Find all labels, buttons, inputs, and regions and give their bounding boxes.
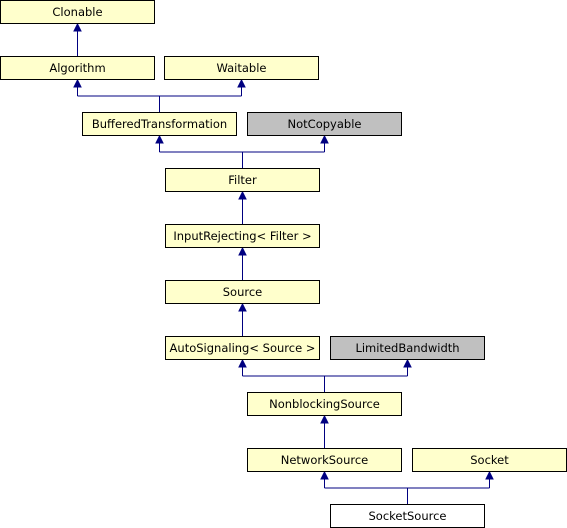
class-label-socketsource: SocketSource bbox=[369, 509, 447, 523]
edge-source-to-inputrejecting bbox=[238, 246, 247, 280]
class-label-nonblockingsource: NonblockingSource bbox=[269, 397, 380, 411]
class-node-socket[interactable]: Socket bbox=[412, 448, 567, 472]
edge-socketsource-to-networksource-socket bbox=[320, 470, 494, 504]
class-node-source[interactable]: Source bbox=[165, 280, 320, 304]
class-label-inputrejecting: InputRejecting< Filter > bbox=[173, 229, 311, 243]
class-node-clonable[interactable]: Clonable bbox=[0, 0, 155, 24]
class-label-autosignaling: AutoSignaling< Source > bbox=[170, 341, 316, 355]
edge-networksource-to-nonblockingsource bbox=[320, 414, 329, 448]
class-node-algorithm[interactable]: Algorithm bbox=[0, 56, 155, 80]
class-label-source: Source bbox=[223, 285, 263, 299]
class-node-nonblockingsource[interactable]: NonblockingSource bbox=[247, 392, 402, 416]
edge-nonblockingsource-to-autosignaling-limitedbandwidth bbox=[238, 358, 412, 392]
class-label-waitable: Waitable bbox=[216, 61, 266, 75]
class-node-notcopyable[interactable]: NotCopyable bbox=[247, 112, 402, 136]
class-node-socketsource: SocketSource bbox=[330, 504, 485, 528]
class-label-clonable: Clonable bbox=[52, 5, 102, 19]
class-node-autosignaling[interactable]: AutoSignaling< Source > bbox=[165, 336, 320, 360]
edge-inputrejecting-to-filter bbox=[238, 190, 247, 224]
class-label-filter: Filter bbox=[228, 173, 257, 187]
class-node-waitable[interactable]: Waitable bbox=[164, 56, 319, 80]
class-node-inputrejecting[interactable]: InputRejecting< Filter > bbox=[165, 224, 320, 248]
class-label-bufferedtransformation: BufferedTransformation bbox=[92, 117, 227, 131]
edge-algorithm-to-clonable bbox=[73, 22, 82, 56]
class-node-networksource[interactable]: NetworkSource bbox=[247, 448, 402, 472]
class-label-notcopyable: NotCopyable bbox=[288, 117, 362, 131]
class-node-filter[interactable]: Filter bbox=[165, 168, 320, 192]
class-label-socket: Socket bbox=[470, 453, 509, 467]
edge-autosignaling-to-source bbox=[238, 302, 247, 336]
class-node-bufferedtransformation[interactable]: BufferedTransformation bbox=[82, 112, 237, 136]
class-label-algorithm: Algorithm bbox=[49, 61, 105, 75]
edge-filter-to-bufferedtransformation-notcopyable bbox=[155, 134, 329, 168]
class-label-networksource: NetworkSource bbox=[281, 453, 369, 467]
class-node-limitedbandwidth[interactable]: LimitedBandwidth bbox=[330, 336, 485, 360]
class-label-limitedbandwidth: LimitedBandwidth bbox=[355, 341, 459, 355]
edge-bufferedtransformation-to-algorithm-waitable bbox=[73, 78, 246, 112]
